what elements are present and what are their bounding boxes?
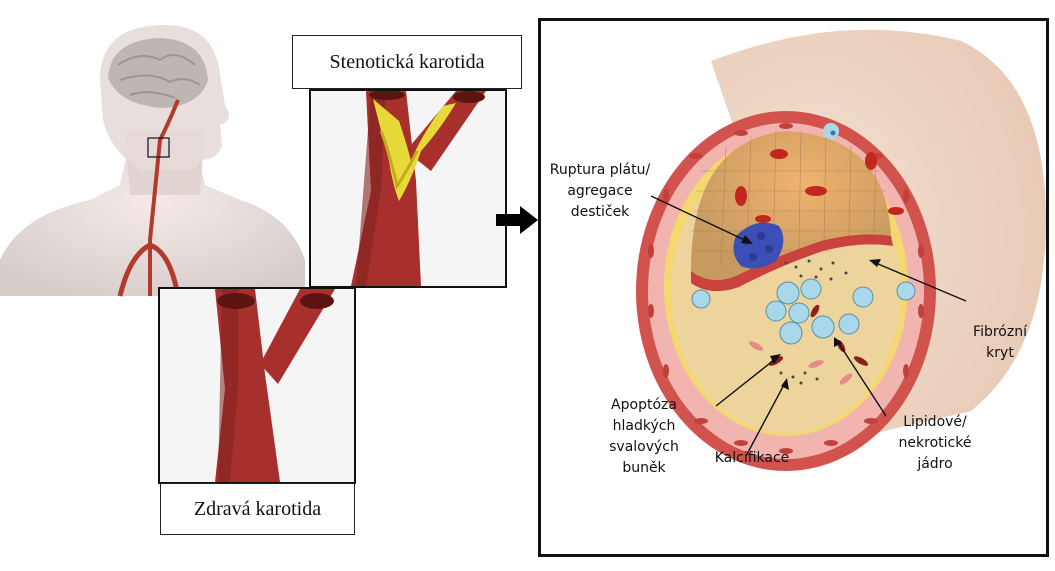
right-arrow-icon	[496, 206, 538, 234]
annotation-calcification: Kalcifikace	[702, 448, 802, 469]
neck-highlight-box	[147, 137, 170, 158]
annotation-line: kryt	[986, 345, 1014, 361]
annotation-line: jádro	[917, 456, 953, 472]
annotation-line: nekrotické	[898, 435, 972, 451]
stenotic-carotid-label: Stenotická karotida	[292, 35, 522, 89]
annotation-smooth-muscle-apoptosis: Apoptóza hladkých svalových buněk	[594, 395, 694, 479]
annotation-line: Fibrózní	[973, 324, 1027, 340]
human-figure-illustration	[0, 25, 305, 297]
annotation-line: Kalcifikace	[714, 450, 790, 466]
annotation-line: destiček	[570, 204, 630, 220]
stenotic-carotid-panel	[309, 89, 507, 288]
annotation-plaque-rupture: Ruptura plátu/ agregace destiček	[540, 160, 660, 223]
annotation-line: Apoptóza	[611, 397, 677, 413]
annotation-line: hladkých	[612, 418, 676, 434]
vessel-cross-section-illustration	[636, 29, 1046, 471]
plaque-cross-section-panel	[538, 18, 1049, 557]
annotation-line: svalových	[609, 439, 679, 455]
healthy-carotid-label: Zdravá karotida	[160, 483, 355, 535]
annotation-line: Lipidové/	[903, 414, 967, 430]
carotid-artery-shape	[148, 99, 180, 296]
healthy-carotid-panel	[158, 287, 356, 484]
annotation-lipid-necrotic-core: Lipidové/ nekrotické jádro	[885, 412, 985, 475]
annotation-line: buněk	[622, 460, 666, 476]
annotation-fibrous-cap: Fibrózní kryt	[960, 322, 1040, 364]
annotation-line: agregace	[567, 183, 633, 199]
annotation-line: Ruptura plátu/	[549, 162, 651, 178]
